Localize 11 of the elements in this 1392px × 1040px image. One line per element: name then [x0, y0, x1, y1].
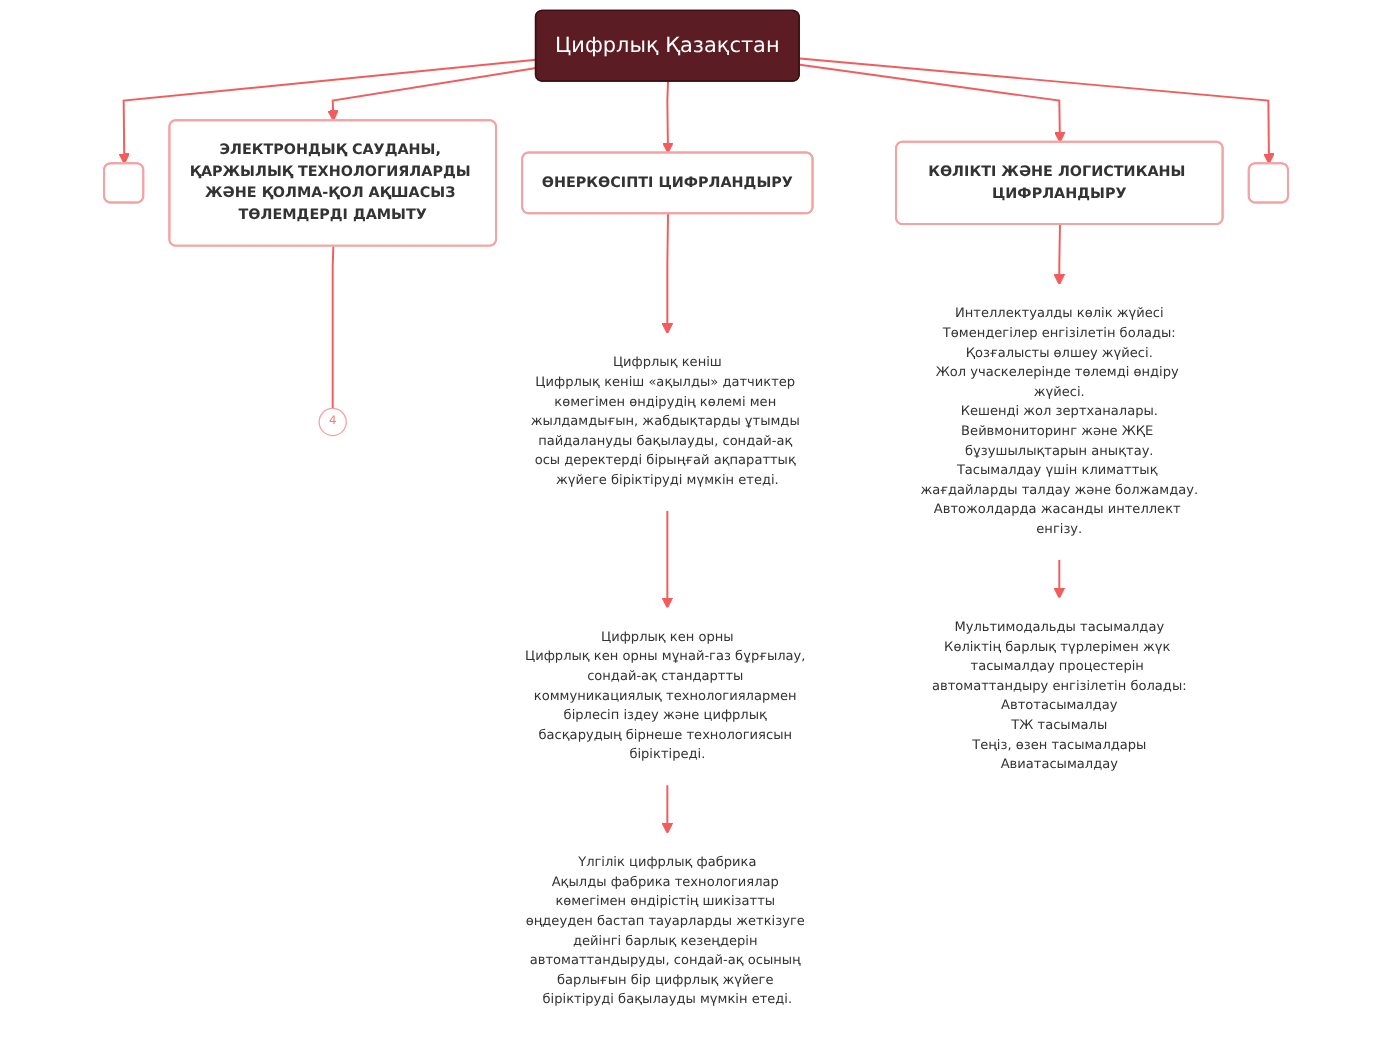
arrow [798, 57, 1275, 165]
arrow [661, 509, 674, 609]
arrow [798, 63, 1066, 143]
arrow [662, 80, 674, 154]
arrow [661, 212, 674, 335]
arrow [1053, 223, 1066, 286]
arrow [118, 58, 538, 165]
arrow [327, 67, 538, 122]
connector [331, 245, 335, 410]
arrow [661, 783, 674, 835]
arrow [1053, 558, 1066, 599]
